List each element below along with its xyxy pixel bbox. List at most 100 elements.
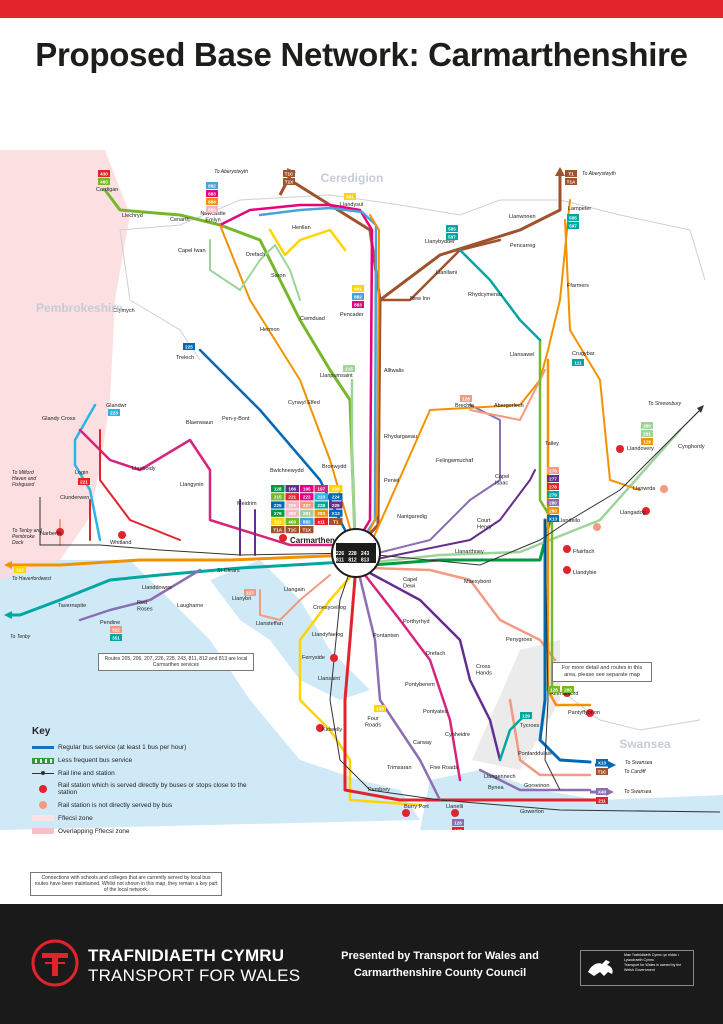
hub-route-badge: 460: [285, 517, 299, 525]
place-pontyates: Pontyates: [423, 709, 448, 715]
place-cynheidre: Cynheidre: [445, 732, 470, 738]
place-llangynin: Llangynin: [180, 482, 204, 488]
hub-route-badge: 283: [314, 509, 328, 517]
detail-map-note: For more detail and routes in this area,…: [552, 662, 652, 682]
route-badge-label: 128: [454, 821, 462, 826]
key-row-overlap-fflecsi: Overlapping Fflecsi zone: [32, 825, 262, 837]
place-cwmduad: Cwmduad: [300, 316, 325, 322]
key-row-less-frequent: Less frequent bus service: [32, 754, 262, 766]
brand-welsh: TRAFNIDIAETH CYMRU: [88, 946, 285, 965]
route-badge: 881: [352, 285, 364, 292]
route-badge-label: X13: [549, 517, 558, 522]
route-badge: 281: [641, 430, 653, 437]
hub-route-badge: 225: [271, 501, 285, 509]
route-badge-label: T1C: [285, 172, 294, 177]
hub-route-badge: 229: [329, 501, 343, 509]
hub-route-badge: T1X: [300, 526, 314, 534]
route-badge-label: 276: [549, 469, 557, 474]
rail-station-icon: [279, 534, 287, 542]
route-badge-label: 227: [246, 591, 254, 596]
route-badge: X13: [547, 515, 559, 522]
place-saron: Saron: [271, 273, 286, 279]
hub-route-badge: 280: [285, 509, 299, 517]
carmarthen-hub: [331, 528, 381, 578]
route-badge-label: 280: [643, 424, 651, 429]
place-new-inn: New Inn: [410, 296, 430, 302]
destination-cardiff: To Cardiff: [624, 769, 646, 775]
route-badge: 128: [548, 686, 560, 693]
place-hermon: Hermon: [260, 327, 280, 333]
hub-route-badge-label: 322: [274, 519, 282, 524]
local-routes-note: Routes 205, 206, 207, 226, 228, 243, 811…: [98, 653, 254, 671]
route-badge-label: 195: [454, 829, 462, 831]
route-badge: 597: [446, 233, 458, 240]
route-badge-label: 597: [448, 235, 456, 240]
hub-route-badge: 882: [300, 517, 314, 525]
place-bronwydd: Bronwydd: [322, 464, 346, 470]
hub-route-badge: X13: [329, 509, 343, 517]
place-felingwmuchaf: Felingwmuchaf: [436, 458, 473, 464]
hub-route-badge-label: 223: [317, 495, 325, 500]
rail-station-unserved-icon: [593, 523, 601, 531]
rail-station-icon: [586, 709, 594, 717]
route-badge: 322: [110, 626, 122, 633]
hub-route-badge: 227: [300, 501, 314, 509]
hub-route-badge: 215: [271, 493, 285, 501]
rail-station-icon: [402, 809, 410, 817]
destination-swansea1: To Swansea: [625, 760, 653, 766]
hub-circle-route: 228: [348, 551, 357, 557]
rail-station-icon: [316, 724, 324, 732]
place-gorseinon: Gorseinon: [524, 783, 549, 789]
hub-route-badge-label: 226: [288, 503, 296, 508]
region-ceredigion: Ceredigion: [321, 171, 384, 185]
place-abergorlech: Abergorlech: [494, 403, 524, 409]
destination-swansea2: To Swansea: [624, 789, 652, 795]
rail-station-icon: [118, 531, 126, 539]
hub-route-badge-label: 166: [288, 487, 296, 492]
place-narberth: Narberth: [40, 531, 61, 537]
place-alltwalis: Alltwalis: [384, 368, 404, 374]
place-llandybie: Llandybie: [573, 570, 597, 576]
key-row-rail: Rail line and station: [32, 767, 262, 779]
place-penygroes: Penygroes: [506, 637, 533, 643]
place-pencarreg: Pencarreg: [510, 243, 535, 249]
route-badge: 221: [78, 478, 90, 485]
key-row-regular-bus: Regular bus service (at least 1 bus per …: [32, 741, 262, 753]
rail-lines: [39, 409, 721, 813]
place-llandovery: Llandovery: [627, 446, 654, 452]
route-badge: 211: [596, 797, 608, 804]
rail-station-unserved-icon: [660, 485, 668, 493]
place-rhydargaeau: Rhydargaeau: [384, 434, 417, 440]
route-badge-label: T1X: [285, 180, 294, 185]
route-badge: T1: [565, 170, 577, 177]
place-pontarddulais: Pontarddulais: [518, 751, 552, 757]
place-pontyberem: Pontyberem: [405, 682, 435, 688]
route-badge: X40: [596, 788, 608, 795]
hub-route-badge: 224: [329, 493, 343, 501]
hub-route-badge: 197: [314, 485, 328, 493]
place-llanllwni: Llanllwni: [436, 270, 457, 276]
place-login: Login: [75, 470, 88, 476]
place-llanboidy: Llanboidy: [132, 466, 156, 472]
route-badge-label: 885: [208, 208, 216, 213]
route-badge: X13: [596, 759, 608, 766]
hub-route-badge: 279: [271, 509, 285, 517]
hub-route-badge-label: 197: [317, 487, 325, 492]
key-label: Fflecsi zone: [58, 814, 93, 822]
route-badge: 215: [343, 365, 355, 372]
brand-english: TRANSPORT FOR WALES: [88, 966, 301, 985]
destination-aberystwyth-w: To Aberystwyth: [214, 169, 248, 175]
place-llanddowror: Llanddowror: [142, 585, 172, 591]
place-burry-port: Burry Port: [404, 804, 429, 810]
place-cynghordy: Cynghordy: [678, 444, 705, 450]
hub-route-badge: 223: [314, 493, 328, 501]
route-badge: 430: [98, 170, 110, 177]
route-badge: 597: [567, 222, 579, 229]
route-badge-label: 280: [549, 501, 557, 506]
route-badge: 460: [98, 178, 110, 185]
hub-route-badge-label: 283: [317, 511, 325, 516]
